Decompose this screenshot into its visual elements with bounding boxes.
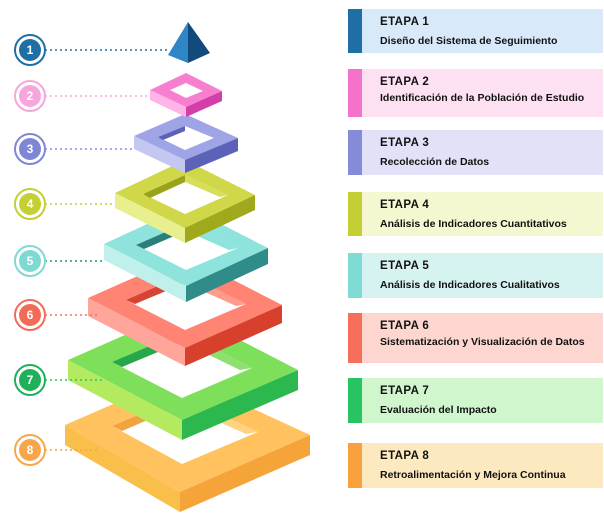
stage-6-description: Sistematización y Visualización de Datos [380,336,585,348]
pyramid-level-2 [150,73,222,117]
step-badge-4: 4 [14,188,46,220]
stage-2-title: ETAPA 2 [380,76,430,88]
step-badge-3: 3 [14,133,46,165]
step-badge-5: 5 [14,245,46,277]
stage-4-title: ETAPA 4 [380,199,430,211]
stage-card-7: ETAPA 7 Evaluación del Impacto [348,378,603,423]
step-badge-5-number: 5 [27,254,34,268]
stage-1-description: Diseño del Sistema de Seguimiento [380,35,558,47]
stage-8-description: Retroalimentación y Mejora Continua [380,469,566,481]
step-badge-1: 1 [14,34,46,66]
stage-6-title: ETAPA 6 [380,320,430,332]
pyramid-level-1 [168,22,210,63]
step-badge-4-number: 4 [27,197,34,211]
step-badge-7-number: 7 [27,373,34,387]
stage-3-title: ETAPA 3 [380,137,430,149]
stage-4-description: Análisis de Indicadores Cuantitativos [380,218,567,230]
stage-card-2: ETAPA 2 Identificación de la Población d… [348,69,603,117]
step-badge-1-number: 1 [27,43,34,57]
stage-card-6: ETAPA 6 Sistematización y Visualización … [348,313,603,363]
pyramid-level-3 [134,114,238,173]
stage-7-title: ETAPA 7 [380,385,430,397]
step-badge-3-number: 3 [27,142,34,156]
stage-card-8: ETAPA 8 Retroalimentación y Mejora Conti… [348,443,603,488]
stage-7-description: Evaluación del Impacto [380,404,497,416]
stage-card-3: ETAPA 3 Recolección de Datos [348,130,603,175]
step-badge-8: 8 [14,434,46,466]
step-badge-6: 6 [14,299,46,331]
stage-5-title: ETAPA 5 [380,260,430,272]
stage-3-description: Recolección de Datos [380,156,490,168]
step-badge-7: 7 [14,364,46,396]
stage-card-4: ETAPA 4 Análisis de Indicadores Cuantita… [348,192,603,236]
step-badge-2: 2 [14,80,46,112]
pyramid-level-4 [115,160,255,243]
pyramid-illustration: 1 2 3 4 5 6 7 [14,22,310,512]
stage-card-1: ETAPA 1 Diseño del Sistema de Seguimient… [348,9,603,53]
stage-8-title: ETAPA 8 [380,450,430,462]
step-badge-8-number: 8 [27,443,34,457]
connector-lines [45,49,170,451]
step-badge-6-number: 6 [27,308,34,322]
stage-card-5: ETAPA 5 Análisis de Indicadores Cualitat… [348,253,603,298]
step-badge-2-number: 2 [27,89,34,103]
stage-5-description: Análisis de Indicadores Cualitativos [380,279,560,291]
stage-2-description: Identificación de la Población de Estudi… [380,92,585,104]
stage-1-title: ETAPA 1 [380,16,430,28]
